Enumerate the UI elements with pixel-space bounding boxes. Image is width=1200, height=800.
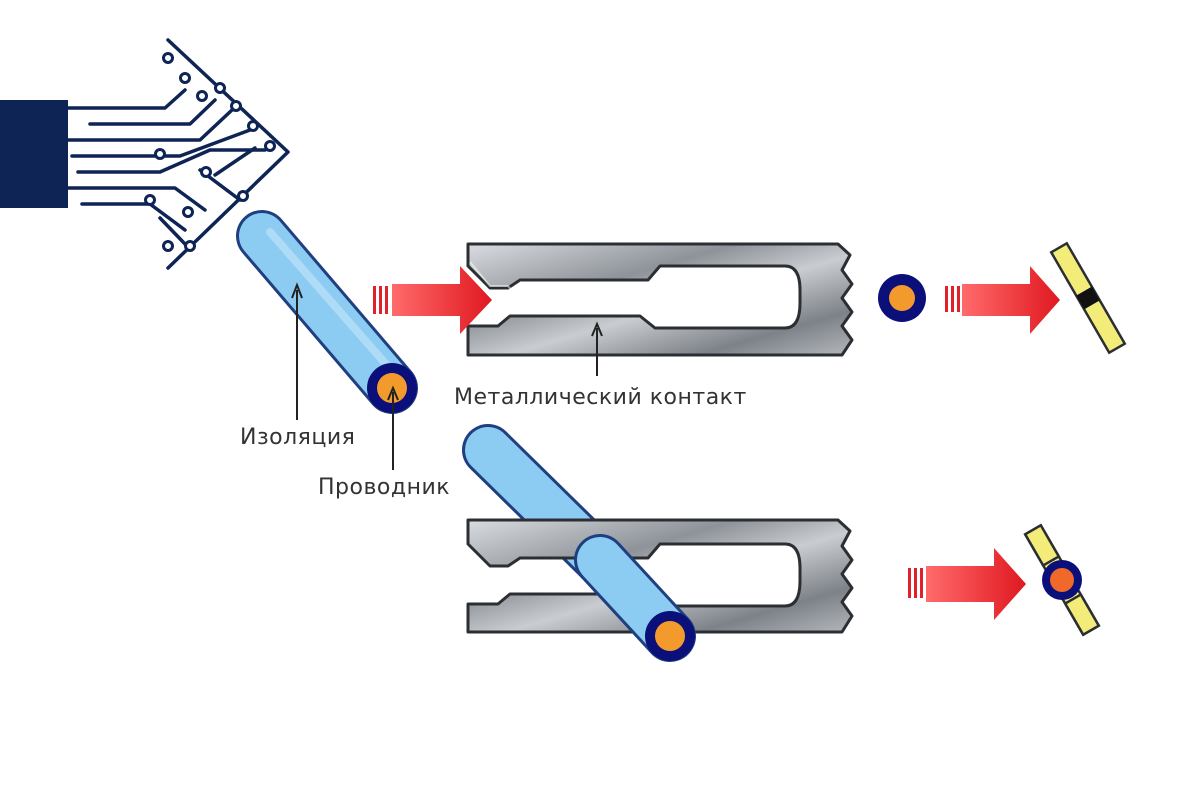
metal-contact-bottom	[466, 518, 854, 634]
arrow-right-icon	[945, 266, 1060, 334]
label-insulation: Изоляция	[240, 425, 355, 450]
metal-contact-top	[466, 242, 854, 357]
insulated-wire-bottom-front	[574, 534, 696, 662]
pointer-insulation	[291, 282, 303, 420]
arrow-right-icon	[373, 266, 492, 334]
label-metal-contact: Металлический контакт	[454, 385, 747, 410]
pointer-metal-contact	[591, 321, 603, 376]
label-conductor: Проводник	[318, 475, 450, 500]
wire-pierced-cross-section	[1023, 523, 1101, 637]
circuit-arrow-logo-icon	[0, 38, 290, 270]
contact-blade-top	[1049, 241, 1127, 355]
arrow-right-icon	[908, 548, 1026, 620]
wire-cross-section	[878, 274, 926, 322]
pointer-conductor	[387, 385, 399, 470]
insulated-wire-top	[236, 210, 418, 414]
